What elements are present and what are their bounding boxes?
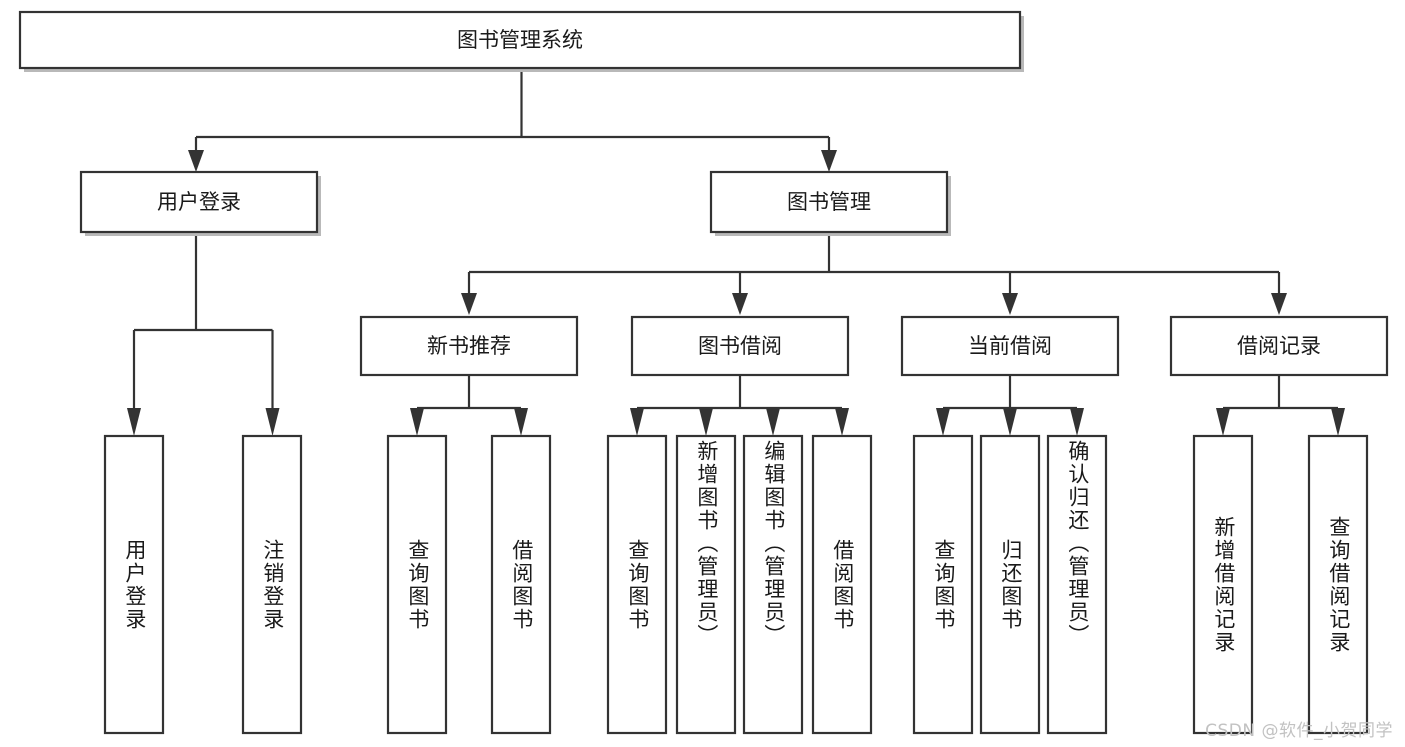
node-new-book-recommend-label: 新书推荐	[427, 334, 511, 358]
arrowhead-to-book-borrow	[732, 293, 748, 315]
node-borrow-record-label: 借阅记录	[1237, 334, 1321, 358]
arrowhead-currentborrow-leaf-3	[1070, 408, 1084, 436]
connector-group-book-borrow	[630, 375, 849, 436]
node-user-login-box	[79, 170, 319, 234]
node-current-borrow-box	[900, 315, 1120, 377]
node-new-book-recommend[interactable]: 新书推荐	[359, 315, 579, 377]
leaf-box-book-borrow-1[interactable]	[606, 434, 668, 735]
arrowhead-root-to-bookmgmt	[821, 150, 837, 172]
csdn-watermark: CSDN @软件_小贺同学	[1205, 721, 1393, 741]
node-current-borrow-label: 当前借阅	[968, 334, 1052, 358]
arrowhead-to-borrow-record	[1271, 293, 1287, 315]
node-book-borrow-box	[630, 315, 850, 377]
node-book-borrow-label: 图书借阅	[698, 334, 782, 358]
arrowhead-currentborrow-leaf-1	[936, 408, 950, 436]
arrowhead-bookborrow-leaf-3	[766, 408, 780, 436]
leaf-box-current-borrow-3[interactable]	[1046, 434, 1108, 735]
arrowhead-bookborrow-leaf-4	[835, 408, 849, 436]
node-borrow-record-box	[1169, 315, 1389, 377]
node-book-management[interactable]: 图书管理	[709, 170, 951, 236]
connector-group-borrow-record	[1216, 375, 1345, 436]
leaf-box-user-login-1[interactable]	[103, 434, 165, 735]
arrowhead-currentborrow-leaf-2	[1003, 408, 1017, 436]
arrowhead-borrowrecord-leaf-2	[1331, 408, 1345, 436]
leaf-box-user-login-2[interactable]	[241, 434, 303, 735]
node-root[interactable]: 图书管理系统	[18, 10, 1024, 72]
connector-group-book-mgmt	[461, 232, 1287, 315]
arrowhead-to-current-borrow	[1002, 293, 1018, 315]
leaf-box-book-borrow-2[interactable]	[675, 434, 737, 735]
arrowhead-borrowrecord-leaf-1	[1216, 408, 1230, 436]
node-current-borrow[interactable]: 当前借阅	[900, 315, 1120, 377]
leaf-box-book-borrow-3[interactable]	[742, 434, 804, 735]
connector-group-new-book	[410, 375, 528, 436]
arrowhead-newbook-leaf-2	[514, 408, 528, 436]
leaf-box-borrow-record-1[interactable]	[1192, 434, 1254, 735]
node-user-login-label: 用户登录	[157, 190, 241, 214]
arrowhead-to-new-book	[461, 293, 477, 315]
arrowhead-newbook-leaf-1	[410, 408, 424, 436]
connector-group-user-login	[127, 232, 280, 436]
arrowhead-root-to-login	[188, 150, 204, 172]
node-new-book-recommend-box	[359, 315, 579, 377]
arrowhead-login-leaf-1	[127, 408, 141, 436]
leaf-box-group	[103, 434, 1369, 735]
arrowhead-bookborrow-leaf-2	[699, 408, 713, 436]
node-borrow-record[interactable]: 借阅记录	[1169, 315, 1389, 377]
arrowhead-bookborrow-leaf-1	[630, 408, 644, 436]
leaf-box-current-borrow-1[interactable]	[912, 434, 974, 735]
leaf-box-borrow-record-2[interactable]	[1307, 434, 1369, 735]
connector-group-root	[188, 70, 837, 172]
node-book-management-label: 图书管理	[787, 190, 871, 214]
node-root-box	[18, 10, 1022, 70]
leaf-box-new-book-1[interactable]	[386, 434, 448, 735]
arrowhead-login-leaf-2	[265, 408, 280, 436]
node-book-borrow[interactable]: 图书借阅	[630, 315, 850, 377]
leaf-box-current-borrow-2[interactable]	[979, 434, 1041, 735]
leaf-box-new-book-2[interactable]	[490, 434, 552, 735]
connector-group-current-borrow	[936, 375, 1084, 436]
node-user-login[interactable]: 用户登录	[79, 170, 321, 236]
node-root-label: 图书管理系统	[457, 28, 583, 52]
leaf-box-book-borrow-4[interactable]	[811, 434, 873, 735]
node-book-management-box	[709, 170, 949, 234]
